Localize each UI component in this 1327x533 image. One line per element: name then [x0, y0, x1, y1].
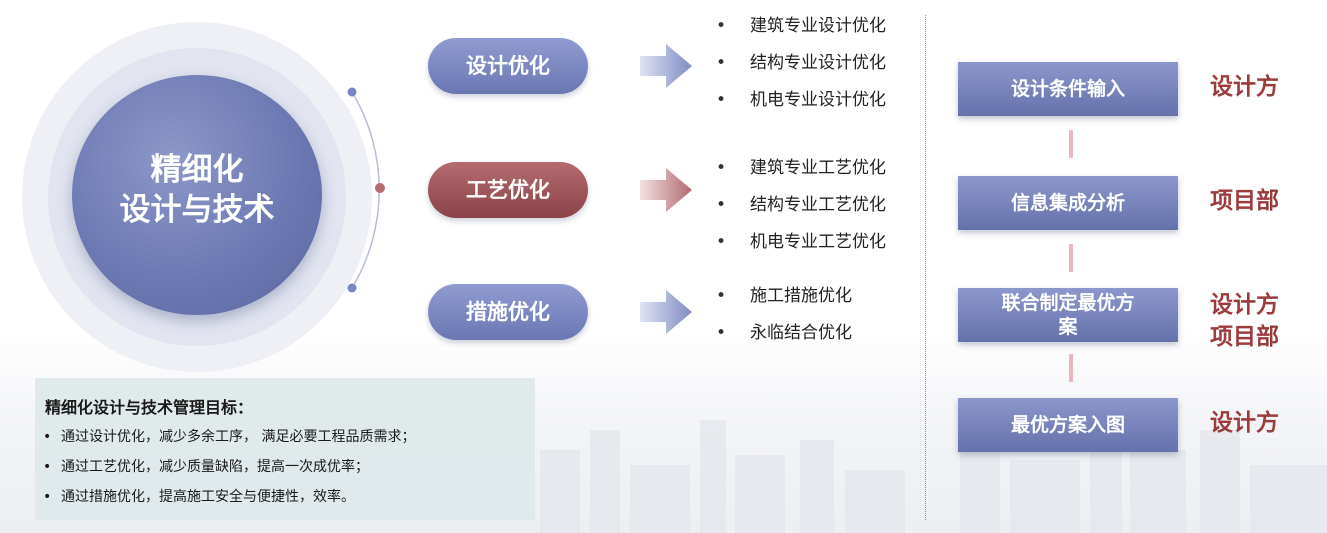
goal-text: 通过工艺优化，减少质量缺陷，提高一次成优率；: [61, 459, 369, 475]
flow-step-label: 信息集成分析: [1010, 192, 1125, 214]
bullet-dot: •: [716, 53, 727, 73]
list-item-text: 机电专业工艺优化: [750, 232, 886, 252]
list-item: • 施工措施优化: [716, 278, 852, 315]
list-item: • 建筑专业工艺优化: [716, 150, 886, 187]
branch-list-design: • 建筑专业设计优化 • 结构专业设计优化 • 机电专业设计优化: [716, 8, 886, 119]
list-item-text: 结构专业设计优化: [750, 53, 886, 73]
flow-owner-4: 设计方: [1210, 410, 1279, 436]
goals-title: 精细化设计与技术管理目标：: [45, 398, 254, 417]
list-item: • 永临结合优化: [716, 315, 852, 352]
list-item-text: 永临结合优化: [750, 323, 852, 343]
goal-text: 通过设计优化，减少多余工序， 满足必要工程品质需求；: [61, 429, 416, 445]
flow-step-label: 设计条件输入: [1010, 78, 1125, 100]
list-item-text: 建筑专业工艺优化: [750, 158, 886, 178]
bullet-dot: •: [716, 90, 727, 110]
list-item: • 建筑专业设计优化: [716, 8, 886, 45]
list-item: • 通过工艺优化，减少质量缺陷，提高一次成优率；: [43, 452, 415, 482]
branch-pill-design: 设计优化: [428, 38, 588, 94]
flow-connector: [1069, 130, 1073, 158]
orbit-dot-top: [347, 87, 357, 97]
center-title-line1: 精细化: [150, 152, 244, 188]
list-item-text: 建筑专业设计优化: [750, 16, 886, 36]
branch-list-process: • 建筑专业工艺优化 • 结构专业工艺优化 • 机电专业工艺优化: [716, 150, 886, 261]
bullet-dot: •: [716, 232, 727, 252]
center-title: 精细化 设计与技术: [72, 150, 322, 230]
center-title-line2: 设计与技术: [119, 192, 275, 228]
list-item-text: 机电专业设计优化: [750, 90, 886, 110]
orbit-arc: [347, 87, 385, 293]
list-item: • 机电专业工艺优化: [716, 224, 886, 261]
flow-step-1: 设计条件输入: [958, 62, 1178, 116]
vertical-divider: [925, 15, 926, 520]
flow-owner-3a: 设计方: [1210, 292, 1279, 318]
bullet-dot: •: [43, 489, 52, 505]
flow-owner-1: 设计方: [1210, 74, 1279, 100]
flow-step-2: 信息集成分析: [958, 176, 1178, 230]
orbit-dot-middle: [375, 183, 385, 193]
bullet-dot: •: [716, 286, 727, 306]
right-arrow-icon: [640, 290, 692, 334]
list-item-text: 施工措施优化: [750, 286, 852, 306]
list-item: • 通过设计优化，减少多余工序， 满足必要工程品质需求；: [43, 422, 415, 452]
flow-owner-2: 项目部: [1210, 188, 1279, 214]
flow-step-3: 联合制定最优方案: [958, 288, 1178, 342]
orbit-dot-bottom: [347, 283, 357, 293]
list-item: • 通过措施优化，提高施工安全与便捷性，效率。: [43, 482, 415, 512]
bullet-dot: •: [716, 158, 727, 178]
bullet-dot: •: [716, 195, 727, 215]
list-item: • 机电专业设计优化: [716, 82, 886, 119]
goal-text: 通过措施优化，提高施工安全与便捷性，效率。: [61, 489, 355, 505]
bullet-dot: •: [716, 323, 727, 343]
flow-connector: [1069, 354, 1073, 382]
city-skyline-background: [540, 415, 1327, 533]
list-item-text: 结构专业工艺优化: [750, 195, 886, 215]
list-item: • 结构专业设计优化: [716, 45, 886, 82]
right-arrow-icon: [640, 44, 692, 88]
flow-connector: [1069, 244, 1073, 272]
branch-pill-measures: 措施优化: [428, 284, 588, 340]
list-item: • 结构专业工艺优化: [716, 187, 886, 224]
bullet-dot: •: [43, 459, 52, 475]
center-core-circle: [72, 75, 322, 315]
flow-step-4: 最优方案入图: [958, 398, 1178, 452]
branch-list-measures: • 施工措施优化 • 永临结合优化: [716, 278, 852, 352]
flow-owner-3b: 项目部: [1210, 324, 1279, 350]
goals-panel: 精细化设计与技术管理目标： • 通过设计优化，减少多余工序， 满足必要工程品质需求…: [35, 378, 535, 520]
flow-step-label: 联合制定最优方案: [1001, 292, 1135, 338]
goals-list: • 通过设计优化，减少多余工序， 满足必要工程品质需求； • 通过工艺优化，减少质量…: [43, 422, 415, 512]
right-arrow-icon: [640, 168, 692, 212]
branch-pill-process: 工艺优化: [428, 162, 588, 218]
flow-step-label: 最优方案入图: [1010, 414, 1125, 436]
bullet-dot: •: [716, 16, 727, 36]
bullet-dot: •: [43, 429, 52, 445]
